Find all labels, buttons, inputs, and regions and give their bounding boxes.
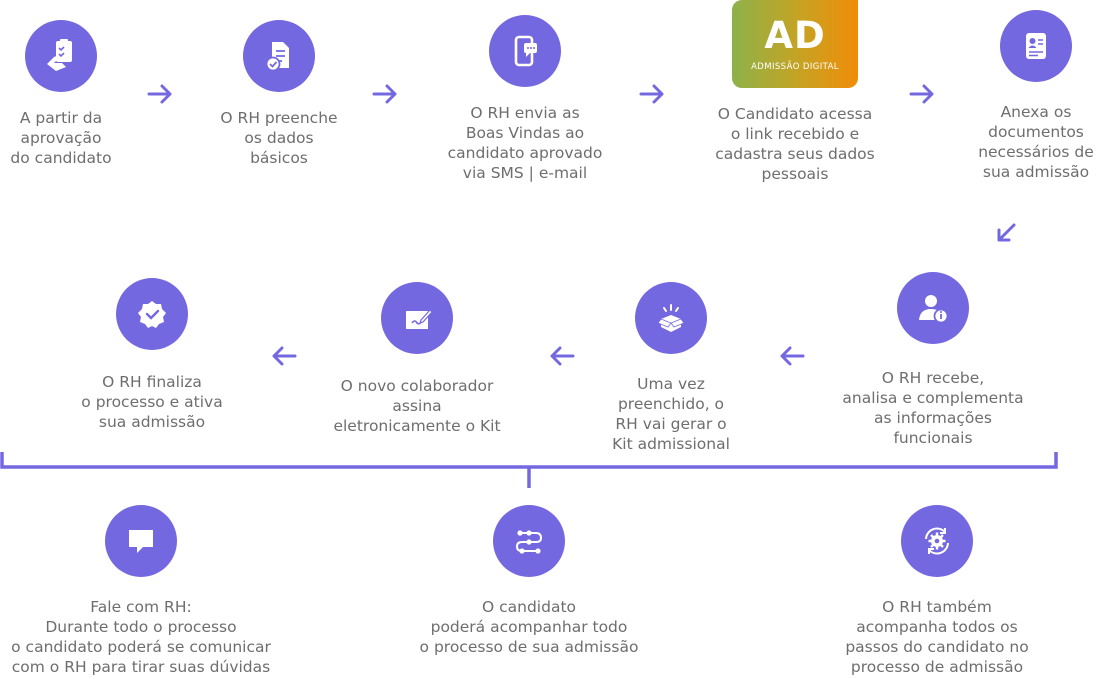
step-welcome-sms-label: O RH envia as Boas Vindas ao candidato a…	[447, 104, 603, 182]
user-info-icon	[897, 272, 969, 344]
clipboard-hand-icon	[25, 20, 97, 92]
sign-pen-icon	[381, 282, 453, 354]
open-box-icon	[635, 282, 707, 354]
document-check-icon	[243, 20, 315, 92]
process-flow-icon	[493, 505, 565, 577]
step-approval: A partir da aprovação do candidato	[0, 20, 122, 168]
step-sign-kit: O novo colaborador assina eletronicament…	[312, 282, 522, 436]
step-candidate-access-label: O Candidato acessa o link recebido e cad…	[715, 105, 875, 183]
step-finalize-label: O RH finaliza o processo e ativa sua adm…	[81, 373, 223, 431]
admissao-digital-logo: AD ADMISSÃO DIGITAL	[732, 0, 858, 88]
chat-bubble-icon	[105, 505, 177, 577]
id-card-icon	[1000, 10, 1072, 82]
step-rh-fills: O RH preenche os dados básicos	[200, 20, 358, 168]
arrow-right-icon	[371, 83, 399, 105]
step-generate-kit: Uma vez preenchido, o RH vai gerar o Kit…	[592, 282, 750, 454]
step-sign-kit-label: O novo colaborador assina eletronicament…	[333, 377, 501, 435]
arrow-right-icon	[908, 83, 936, 105]
step-rh-receives: O RH recebe, analisa e complementa as in…	[832, 272, 1034, 448]
arrow-right-icon	[146, 83, 174, 105]
logo-subtitle: ADMISSÃO DIGITAL	[751, 62, 839, 72]
group-bracket	[0, 452, 1058, 488]
phone-chat-icon	[489, 15, 561, 87]
step-candidate-follows-label: O candidato poderá acompanhar todo o pro…	[419, 598, 639, 656]
step-attach-docs-label: Anexa os documentos necessários de sua a…	[978, 103, 1094, 181]
step-rh-follows: O RH também acompanha todos os passos do…	[834, 505, 1040, 677]
step-rh-receives-label: O RH recebe, analisa e complementa as in…	[842, 369, 1024, 447]
arrow-down-left-icon	[994, 221, 1018, 245]
step-approval-label: A partir da aprovação do candidato	[10, 109, 112, 167]
step-chat-rh-label: Fale com RH: Durante todo o processo o c…	[11, 598, 271, 676]
arrow-right-icon	[638, 83, 666, 105]
arrow-left-icon	[548, 345, 576, 367]
badge-check-icon	[116, 278, 188, 350]
logo-letters: AD	[764, 14, 826, 57]
step-candidate-access: AD ADMISSÃO DIGITAL O Candidato acessa o…	[702, 0, 888, 184]
step-attach-docs: Anexa os documentos necessários de sua a…	[974, 10, 1098, 182]
step-finalize: O RH finaliza o processo e ativa sua adm…	[62, 278, 242, 432]
step-rh-fills-label: O RH preenche os dados básicos	[220, 109, 338, 167]
gear-cycle-icon	[901, 505, 973, 577]
arrow-left-icon	[270, 345, 298, 367]
step-rh-follows-label: O RH também acompanha todos os passos do…	[845, 598, 1029, 676]
step-welcome-sms: O RH envia as Boas Vindas ao candidato a…	[430, 15, 620, 183]
step-generate-kit-label: Uma vez preenchido, o RH vai gerar o Kit…	[612, 375, 730, 453]
arrow-left-icon	[778, 345, 806, 367]
step-chat-rh: Fale com RH: Durante todo o processo o c…	[0, 505, 282, 677]
step-candidate-follows: O candidato poderá acompanhar todo o pro…	[404, 505, 654, 657]
